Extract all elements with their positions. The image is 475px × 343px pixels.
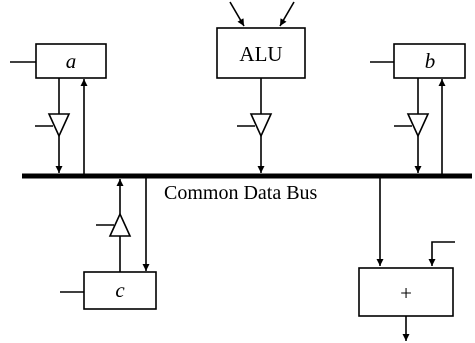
alu-box (216, 27, 306, 79)
register-a: a (10, 43, 107, 174)
tristate-buffer-b (406, 113, 430, 138)
adder-label: + (400, 281, 412, 305)
alu-label: ALU (239, 42, 282, 66)
tristate-buffer-alu (249, 113, 273, 138)
adder-box (358, 267, 454, 317)
bus-label: Common Data Bus (164, 182, 318, 204)
alu-input-left-arrow (229, 1, 245, 27)
register-b-box (393, 43, 466, 79)
tristate-buffer-a (47, 113, 71, 138)
register-c-box (83, 271, 157, 310)
adder: + (358, 178, 455, 341)
tristate-buffer-c (108, 212, 132, 237)
register-a-label: a (66, 49, 77, 73)
adder-second-input-arrow (428, 241, 455, 266)
register-c-label: c (115, 278, 125, 302)
register-c: c (60, 178, 157, 310)
register-b: b (370, 43, 466, 174)
alu-input-right-arrow (279, 1, 295, 27)
alu: ALU (216, 1, 306, 173)
register-b-label: b (425, 49, 436, 73)
register-a-box (35, 43, 107, 79)
